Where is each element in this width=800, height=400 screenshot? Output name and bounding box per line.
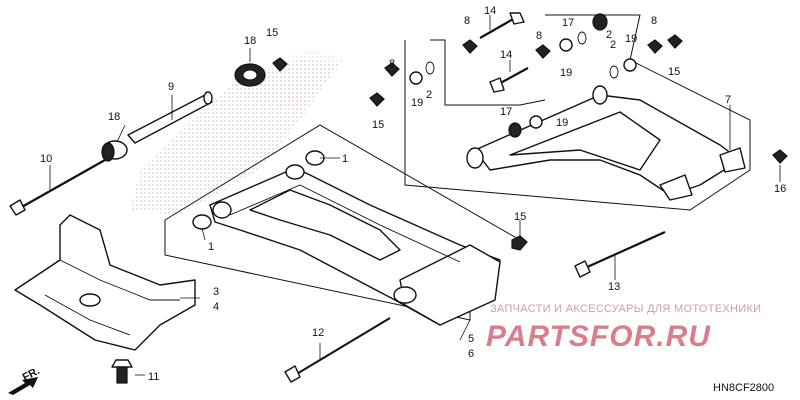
callout-19c: 19 [625, 33, 637, 45]
watermark-tagline: ЗАПЧАСТИ И АКСЕССУАРЫ ДЛЯ МОТОТЕХНИКИ [490, 303, 761, 315]
callout-10: 10 [40, 153, 52, 165]
diagram-code: HN8CF2800 [713, 382, 774, 394]
callout-7: 7 [725, 94, 731, 106]
skid-plate-part-3-4 [14, 214, 196, 351]
assembly-outlines [164, 14, 751, 321]
bushing-part-1 [192, 150, 325, 230]
callouts: 1 1 2 2 2 3 4 5 6 7 8 8 8 8 9 10 11 12 1… [40, 5, 786, 383]
swingarm-part-5-6 [209, 164, 501, 326]
callout-2c: 2 [610, 39, 616, 51]
callout-15a: 15 [266, 27, 278, 39]
callout-15c: 15 [514, 211, 526, 223]
watermark: ЗАПЧАСТИ И АКСЕССУАРЫ ДЛЯ МОТОТЕХНИКИ PA… [486, 303, 761, 353]
callout-13: 13 [608, 281, 620, 293]
callout-14b: 14 [500, 49, 512, 61]
callout-18b: 18 [108, 111, 120, 123]
callout-8c: 8 [536, 30, 542, 42]
callout-1a: 1 [342, 153, 348, 165]
bolt-part-10 [9, 159, 106, 216]
direction-label: FR. [21, 365, 42, 384]
callout-2a: 2 [426, 89, 432, 101]
callout-8a: 8 [464, 15, 470, 27]
leader-lines [49, 15, 781, 376]
callout-17a: 17 [562, 17, 574, 29]
bolt-part-11 [111, 359, 133, 384]
bolt-part-13 [574, 230, 666, 278]
callout-8d: 8 [651, 15, 657, 27]
callout-4: 4 [213, 301, 219, 313]
callout-18a: 18 [244, 35, 256, 47]
callout-2b: 2 [606, 29, 612, 41]
direction-arrow-icon [8, 377, 38, 395]
callout-19b: 19 [560, 67, 572, 79]
callout-9: 9 [168, 81, 174, 93]
callout-19d: 19 [556, 117, 568, 129]
callout-15d: 15 [668, 66, 680, 78]
callout-15b: 15 [372, 119, 384, 131]
callout-5: 5 [468, 333, 474, 345]
callout-19a: 19 [411, 97, 423, 109]
collar-part-18-top [234, 63, 266, 87]
tube-part-9 [127, 91, 213, 144]
nut-part-15-mid [511, 235, 528, 251]
callout-8b: 8 [389, 58, 395, 70]
hardware-group-top [272, 12, 788, 164]
arm-part-7 [466, 85, 746, 201]
stipple-shading [130, 50, 345, 215]
callout-11: 11 [148, 371, 159, 383]
bolt-part-12 [284, 317, 391, 383]
callout-14a: 14 [484, 5, 496, 17]
watermark-logo: PARTSFOR.RU [486, 320, 711, 353]
callout-1b: 1 [208, 241, 214, 253]
callout-6: 6 [468, 348, 474, 360]
callout-16: 16 [774, 183, 786, 195]
bushing-part-18-left [101, 140, 128, 162]
callout-17b: 17 [500, 106, 512, 118]
callout-12: 12 [312, 327, 324, 339]
callout-3: 3 [213, 286, 219, 298]
